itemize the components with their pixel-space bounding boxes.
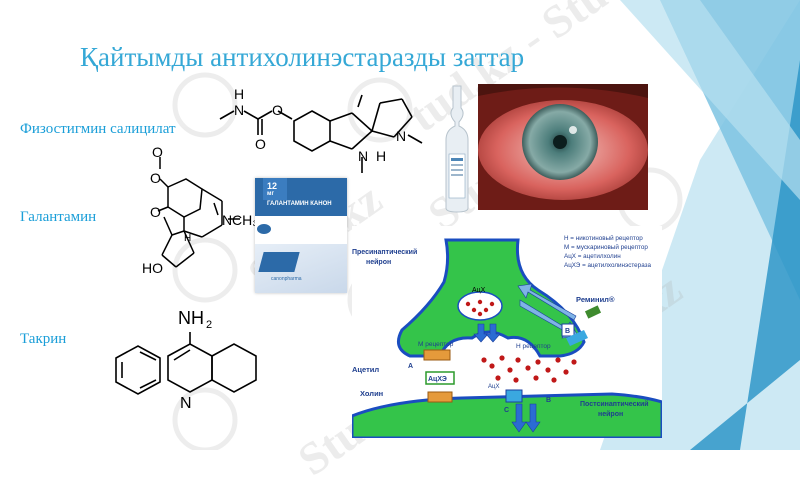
package-dose-unit: мг — [267, 191, 274, 197]
presynaptic-label-line2: нейрон — [366, 258, 391, 266]
drug-label-tacrine: Такрин — [20, 331, 67, 347]
galantamine-atom-o: O — [152, 145, 163, 160]
package-name: ГАЛАНТАМИН КАНОН — [267, 201, 332, 207]
eye-photo — [478, 84, 648, 210]
legend-acetylcholine: АцХ = ацетилхолин — [564, 253, 621, 260]
tacrine-amine: NH — [178, 308, 204, 328]
galantamine-atom-n: N — [222, 212, 232, 228]
physostigmine-atom-n: N — [234, 102, 244, 118]
ache-enzyme-label: АцХЭ — [428, 376, 447, 383]
acetyl-label: Ацетил — [352, 365, 379, 374]
physostigmine-atom-h: H — [376, 148, 386, 164]
physostigmine-atom-o: O — [272, 102, 283, 118]
legend-nicotinic: Н = никотиновый рецептор — [564, 234, 643, 242]
tacrine-amine-subscript: 2 — [206, 319, 212, 331]
drug-label-galantamine: Галантамин — [20, 209, 97, 225]
legend-muscarinic: М = мускариновый рецептор — [564, 243, 648, 251]
legend-ache: АцХЭ = ацетилхолинэстераза — [564, 262, 652, 269]
physostigmine-atom-n: N — [396, 128, 406, 144]
site-b-top-label: B — [565, 328, 570, 335]
physostigmine-structure: H N O O N N H — [219, 86, 423, 173]
galantamine-structure: O O O N CH₃ HO H — [142, 145, 258, 276]
tacrine-structure: NH 2 N — [115, 308, 257, 412]
physostigmine-atom-o: O — [255, 136, 266, 152]
galantamine-atom-o: O — [150, 170, 161, 186]
galantamine-hydroxyl: HO — [142, 260, 163, 276]
package-dose: 12 — [267, 181, 278, 191]
n-receptor-label: Н рецептор — [516, 343, 551, 350]
galantamine-atom-o: O — [150, 204, 161, 220]
m-receptor-label: М рецептор — [418, 341, 454, 348]
site-c-label: C — [504, 407, 509, 414]
physostigmine-atom-h: H — [234, 86, 244, 102]
corner-triangle-dark — [690, 60, 800, 450]
drug-label-physostigmine: Физостигмин салицилат — [20, 121, 176, 137]
cleft-ach-label: АцХ — [488, 384, 499, 390]
galantamine-atom-h: H — [184, 233, 191, 244]
galantamine-package: 12 мг ГАЛАНТАМИН КАНОН canonpharma — [255, 178, 347, 293]
ampoule-image — [445, 85, 469, 213]
synapse-diagram: Н = никотиновый рецептор М = мускариновы… — [352, 226, 662, 438]
site-a-label: A — [408, 363, 413, 370]
vesicle-label: АцХ — [472, 287, 486, 294]
postsynaptic-label-line1: Постсинаптический — [580, 400, 649, 408]
postsynaptic-label-line2: нейрон — [598, 410, 623, 418]
corner-triangle-pale — [620, 0, 800, 200]
slide-title: Қайтымды антихолинэстаразды заттар — [80, 42, 525, 72]
reminyl-label: Реминил® — [576, 295, 615, 304]
package-brand: canonpharma — [271, 276, 302, 282]
tacrine-ring-nitrogen: N — [180, 395, 192, 412]
galantamine-methyl: CH₃ — [232, 212, 258, 228]
physostigmine-atom-n: N — [358, 148, 368, 164]
site-b-bottom-label: B — [546, 397, 551, 404]
presynaptic-label-line1: Пресинаптический — [352, 248, 417, 256]
choline-label: Холин — [360, 389, 383, 398]
